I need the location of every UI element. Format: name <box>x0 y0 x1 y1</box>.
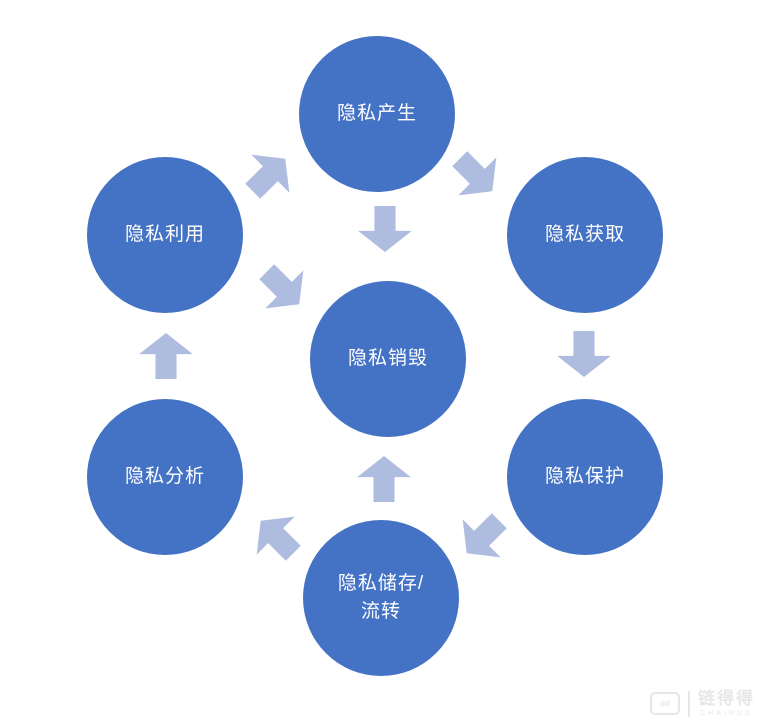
watermark-subtitle: CHAINDD <box>700 710 753 717</box>
circle-privacy-protection: 隐私保护 <box>507 399 663 555</box>
circle-privacy-acquisition-label: 隐私获取 <box>544 224 625 246</box>
watermark-text: 链得得 CHAINDD <box>698 690 755 717</box>
circle-privacy-analysis-label: 隐私分析 <box>124 466 205 488</box>
watermark: dd 链得得 CHAINDD <box>650 690 755 717</box>
watermark-divider <box>688 690 690 717</box>
arrow-storage-to-destruction-icon <box>357 456 411 502</box>
chaindd-logo-text: dd <box>660 699 670 708</box>
circle-privacy-utilization-label: 隐私利用 <box>124 224 205 246</box>
arrow-utilization-to-generation-icon <box>234 140 305 211</box>
arrow-utilization-to-destruction-icon <box>248 253 319 324</box>
circle-privacy-destruction-label: 隐私销毁 <box>347 348 428 370</box>
circle-privacy-destruction: 隐私销毁 <box>310 281 466 437</box>
circle-privacy-acquisition: 隐私获取 <box>507 157 663 313</box>
arrow-acquisition-to-protection-icon <box>557 331 611 377</box>
watermark-brand: 链得得 <box>698 689 755 708</box>
arrow-storage-to-analysis-icon <box>242 502 313 573</box>
arrow-protection-to-storage-icon <box>448 502 519 573</box>
circle-privacy-analysis: 隐私分析 <box>87 399 243 555</box>
arrow-analysis-to-utilization-icon <box>139 333 193 379</box>
circle-privacy-protection-label: 隐私保护 <box>544 466 625 488</box>
arrow-generation-to-acquisition-icon <box>441 140 512 211</box>
arrow-generation-to-destruction-icon <box>358 206 412 252</box>
circle-privacy-generation: 隐私产生 <box>299 36 455 192</box>
chaindd-logo-icon: dd <box>650 692 680 715</box>
circle-privacy-utilization: 隐私利用 <box>87 157 243 313</box>
circle-privacy-generation-label: 隐私产生 <box>336 103 417 125</box>
circle-privacy-storage-transfer: 隐私储存/ 流转 <box>303 520 459 676</box>
circle-privacy-storage-transfer-label: 隐私储存/ 流转 <box>337 573 425 622</box>
